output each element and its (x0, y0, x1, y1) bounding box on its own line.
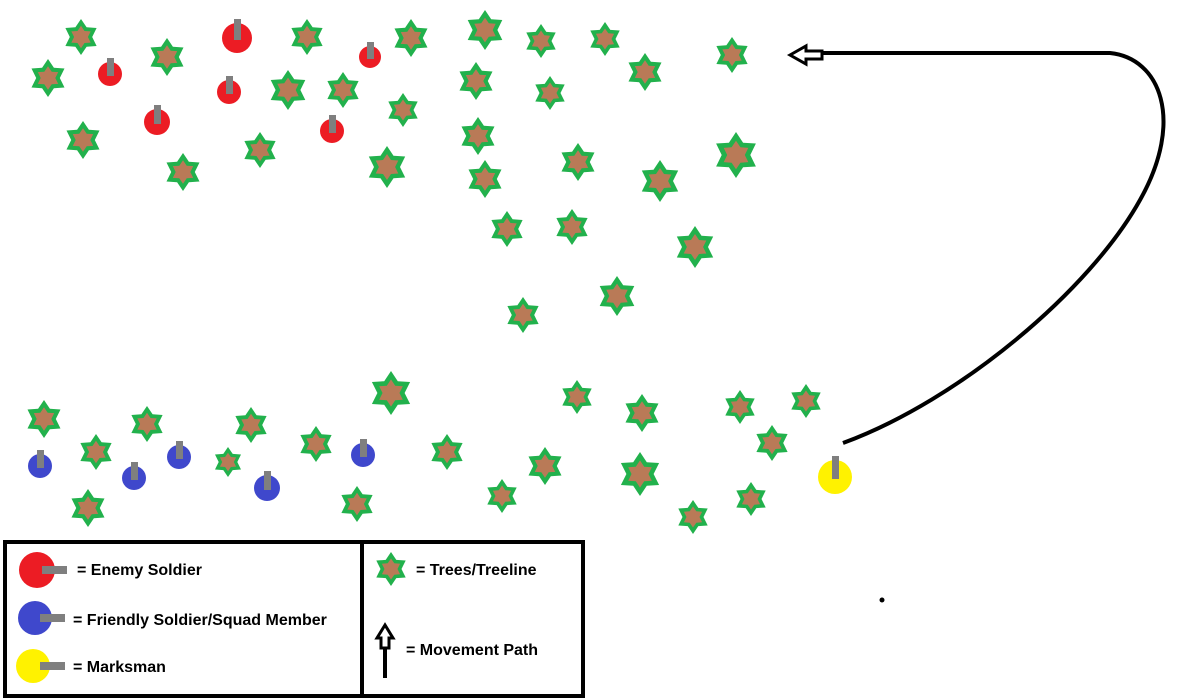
tree-icon (300, 426, 332, 462)
tree-icon (459, 62, 493, 100)
tree-icon (678, 500, 708, 534)
tree-icon (468, 160, 502, 198)
tree-icon (270, 70, 306, 110)
legend-movement-label: = Movement Path (406, 642, 538, 659)
tree-icon (27, 400, 61, 438)
marksman-icon (818, 456, 852, 494)
tree-icon (150, 38, 184, 76)
friendly-soldier-icon (167, 441, 191, 469)
tree-icon (467, 10, 503, 50)
tree-icon (31, 59, 65, 97)
tree-icon (676, 226, 714, 268)
tree-icon (535, 76, 565, 110)
legend-marksman-label: = Marksman (73, 659, 166, 676)
legend-border (3, 540, 585, 698)
tree-icon (599, 276, 635, 316)
stray-dot (879, 597, 885, 603)
tree-icon (71, 489, 105, 527)
enemy-soldier-icon (359, 42, 381, 68)
tree-icon (291, 19, 323, 55)
legend-tree-star-icon (376, 552, 406, 586)
tree-icon (166, 153, 200, 191)
enemy-soldier-icon (222, 19, 252, 53)
legend-friendly-label: = Friendly Soldier/Squad Member (73, 612, 327, 629)
tree-icon (625, 394, 659, 432)
friendly-soldier-icon (28, 450, 52, 478)
legend-marksman-icon (16, 649, 65, 683)
tree-icon (590, 22, 620, 56)
tree-icon (528, 447, 562, 485)
tree-icon (641, 160, 679, 202)
friendly-soldier-icon (351, 439, 375, 467)
tree-icon (235, 407, 267, 443)
tree-icon (215, 447, 241, 477)
marksman-group (818, 456, 852, 494)
tree-icon (487, 479, 517, 513)
tree-icon (507, 297, 539, 333)
tree-icon (394, 19, 428, 57)
tree-icon (736, 482, 766, 516)
friendly-group (28, 439, 375, 501)
enemy-soldier-icon (320, 115, 344, 143)
legend-movement-icon (374, 622, 396, 678)
tree-icon (461, 117, 495, 155)
friendly-soldier-icon (254, 471, 280, 501)
movement-path (786, 43, 1166, 445)
legend-enemy-icon (19, 552, 67, 588)
enemy-soldier-icon (144, 105, 170, 135)
tree-icon (388, 93, 418, 127)
movement-path-line (822, 51, 1166, 445)
tree-icon (131, 406, 163, 442)
legend-friendly-icon (18, 601, 65, 635)
tree-icon (628, 53, 662, 91)
legend-trees-label: = Trees/Treeline (416, 562, 537, 579)
tree-icon (244, 132, 276, 168)
movement-path-arrowhead (786, 43, 824, 67)
enemy-group (98, 19, 381, 143)
tree-icon (327, 72, 359, 108)
tree-icon (791, 384, 821, 418)
tree-icon (431, 434, 463, 470)
tree-icon (620, 452, 660, 496)
tree-icon (562, 380, 592, 414)
tree-icon (716, 132, 756, 178)
tree-icon (341, 486, 373, 522)
tree-icon (368, 146, 406, 188)
tree-icon (80, 434, 112, 470)
tree-icon (491, 211, 523, 247)
legend-enemy-label: = Enemy Soldier (77, 562, 202, 579)
legend-box: = Enemy Soldier = Friendly Soldier/Squad… (3, 540, 585, 698)
enemy-soldier-icon (98, 58, 122, 86)
tree-icon (66, 121, 100, 159)
tree-icon (725, 390, 755, 424)
legend-tree-icon (376, 552, 406, 586)
tree-icon (561, 143, 595, 181)
friendly-soldier-icon (122, 462, 146, 490)
tree-icon (526, 24, 556, 58)
tree-icon (65, 19, 97, 55)
tree-icon (756, 425, 788, 461)
treeline-group (27, 10, 821, 534)
enemy-soldier-icon (217, 76, 241, 104)
tree-icon (716, 37, 748, 73)
tree-icon (371, 371, 411, 415)
tree-icon (556, 209, 588, 245)
